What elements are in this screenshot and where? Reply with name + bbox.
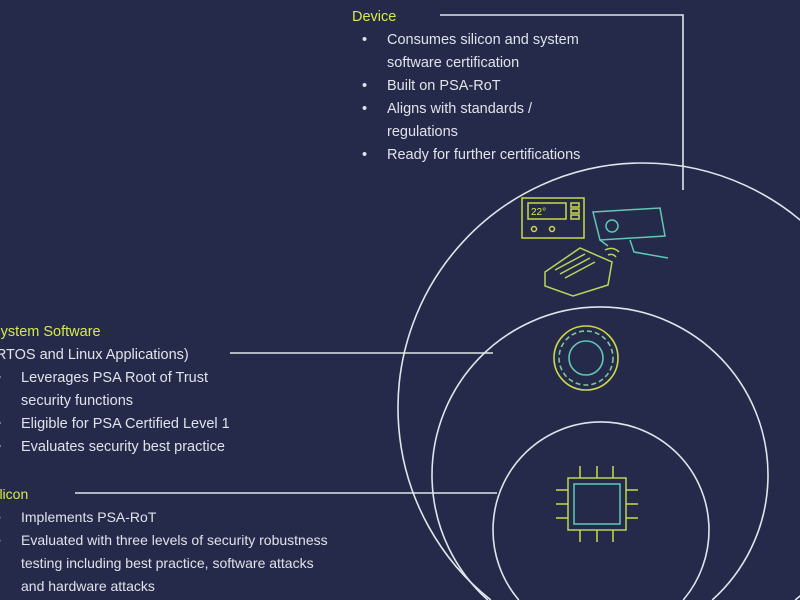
silicon-section: Silicon •Implements PSA-RoT •Evaluated w…	[0, 483, 336, 598]
system-software-circle	[431, 306, 769, 600]
list-item: •Evaluated with three levels of security…	[0, 532, 328, 594]
list-item: •Implements PSA-RoT	[0, 509, 157, 525]
system-software-list: •Leverages PSA Root of Trust security fu…	[0, 367, 246, 459]
router-icon	[544, 247, 620, 297]
silicon-circle	[492, 421, 710, 600]
list-item: •Leverages PSA Root of Trust security fu…	[0, 370, 208, 409]
system-software-title: System Software	[0, 324, 101, 340]
gear-icon	[553, 325, 619, 391]
device-connector-line	[440, 14, 684, 190]
thermostat-reading: 22°	[531, 207, 546, 218]
list-item: •Evaluates security best practice	[0, 439, 225, 455]
system-software-subtitle: (RTOS and Linux Applications)	[0, 347, 189, 363]
list-item: •Ready for further certifications	[362, 147, 581, 163]
chip-icon	[556, 466, 638, 542]
device-circle	[397, 162, 800, 600]
silicon-title: Silicon	[0, 486, 29, 502]
device-list: •Consumes silicon and system software ce…	[362, 29, 627, 167]
device-title: Device	[352, 9, 397, 25]
list-item: •Eligible for PSA Certified Level 1	[0, 416, 230, 432]
silicon-list: •Implements PSA-RoT •Evaluated with thre…	[0, 506, 336, 598]
list-item: •Consumes silicon and system software ce…	[362, 32, 579, 71]
system-software-section: System Software (RTOS and Linux Applicat…	[0, 321, 246, 459]
thermostat-icon	[521, 197, 585, 239]
list-item: •Aligns with standards / regulations	[362, 101, 533, 140]
device-section: Device •Consumes silicon and system soft…	[352, 6, 627, 167]
security-camera-icon	[592, 207, 669, 259]
list-item: •Built on PSA-RoT	[362, 78, 501, 94]
